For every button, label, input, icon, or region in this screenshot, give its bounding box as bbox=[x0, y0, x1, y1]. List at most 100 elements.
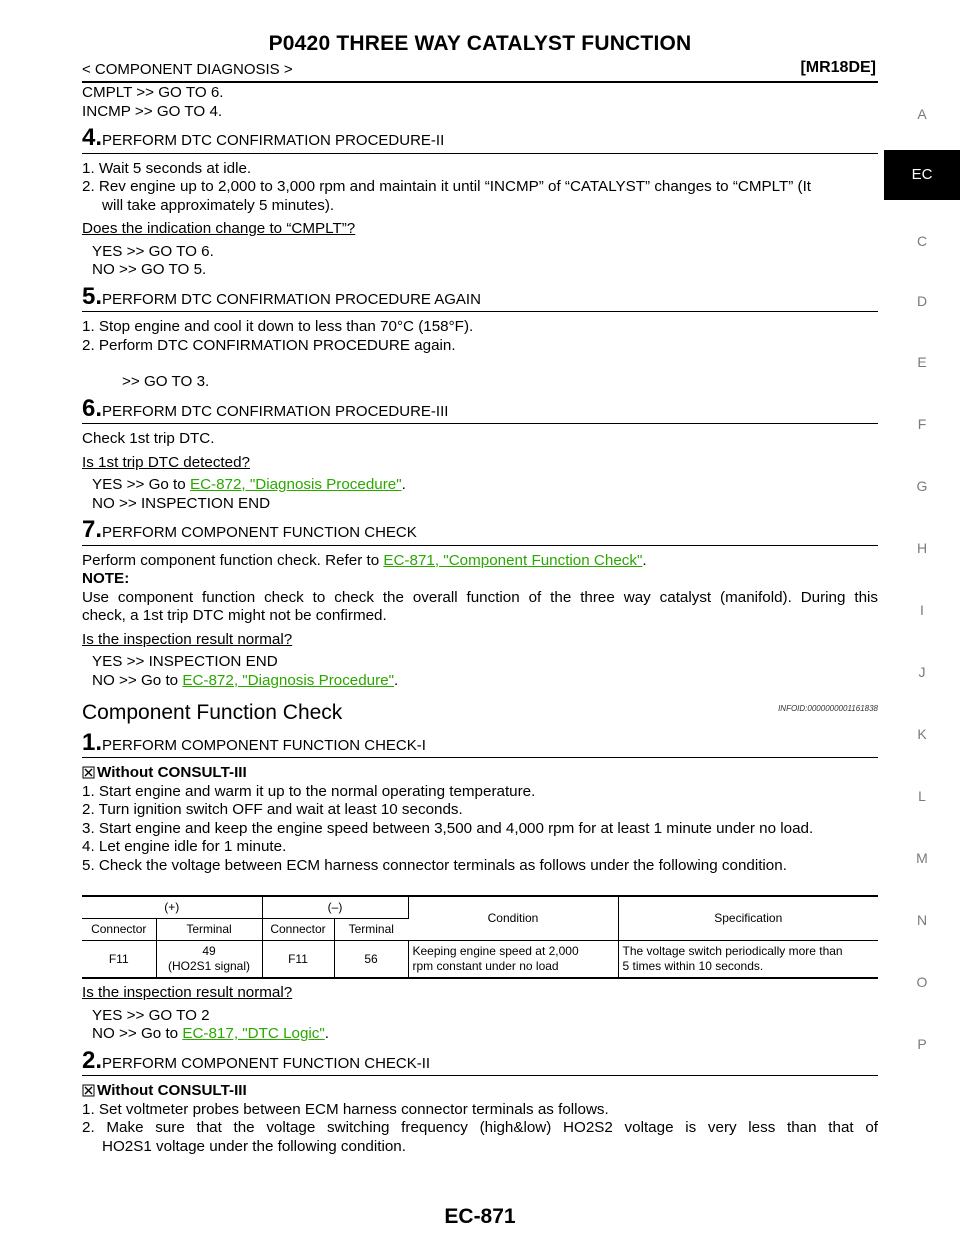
answer-no: NO >> GO TO 5. bbox=[92, 261, 207, 278]
procedure-item: 5. Check the voltage between ECM harness… bbox=[82, 856, 787, 874]
index-tab-l[interactable]: L bbox=[918, 788, 926, 804]
procedure-item: 4. Let engine idle for 1 minute. bbox=[82, 838, 287, 855]
index-tab-m[interactable]: M bbox=[916, 850, 928, 866]
index-tab-c[interactable]: C bbox=[916, 233, 928, 249]
index-tab-p[interactable]: P bbox=[917, 1036, 927, 1052]
index-tab-d[interactable]: D bbox=[916, 293, 928, 309]
answer-yes: YES >> Go to EC-872, "Diagnosis Procedur… bbox=[82, 476, 878, 495]
text-prefix: Perform component function check. Refer … bbox=[82, 551, 384, 569]
index-tab-i[interactable]: I bbox=[920, 602, 924, 618]
answer-goto: >> GO TO 3. bbox=[122, 373, 210, 390]
answer-yes: YES >> GO TO 6. bbox=[92, 242, 214, 260]
step-title: PERFORM COMPONENT FUNCTION CHECK-II bbox=[102, 1054, 431, 1072]
connector-header: Connector bbox=[262, 918, 335, 941]
component-function-check-link[interactable]: EC-871, "Component Function Check" bbox=[383, 551, 643, 569]
index-tab-j[interactable]: J bbox=[918, 664, 926, 680]
step-6-heading: 6.PERFORM DTC CONFIRMATION PROCEDURE-III bbox=[82, 394, 878, 424]
answer-yes: YES >> INSPECTION END bbox=[92, 653, 278, 670]
index-tab-h[interactable]: H bbox=[916, 540, 928, 556]
step-question: Does the indication change to “CMPLT”? bbox=[82, 220, 356, 237]
without-consult-icon bbox=[82, 1084, 95, 1097]
procedure-item: 2. Make sure that the voltage switching … bbox=[82, 1119, 878, 1136]
breadcrumb: < COMPONENT DIAGNOSIS > bbox=[82, 61, 293, 78]
step-number: 6. bbox=[82, 394, 103, 422]
diagnosis-procedure-link[interactable]: EC-872, "Diagnosis Procedure" bbox=[182, 671, 395, 689]
mode-text: Without CONSULT-III bbox=[97, 764, 247, 781]
procedure-item: 1. Set voltmeter probes between ECM harn… bbox=[82, 1100, 609, 1118]
section-heading: Component Function Check INFOID:00000000… bbox=[82, 700, 878, 724]
mode-text: Without CONSULT-III bbox=[97, 1082, 247, 1099]
index-tab-f[interactable]: F bbox=[917, 416, 927, 432]
specification-line: 5 times within 10 seconds. bbox=[622, 959, 764, 973]
answer-prefix: YES >> Go to bbox=[92, 476, 190, 493]
procedure-item: 2. Rev engine up to 2,000 to 3,000 rpm a… bbox=[82, 178, 812, 195]
section-index: A EC C D E F G H I J K L M N O P bbox=[884, 0, 960, 1242]
terminal-header: Terminal bbox=[334, 918, 408, 941]
specification-header: Specification bbox=[618, 895, 878, 941]
result-incmp: INCMP >> GO TO 4. bbox=[82, 102, 223, 120]
mode-label: Without CONSULT-III bbox=[82, 1082, 878, 1101]
index-tab-g[interactable]: G bbox=[916, 478, 928, 494]
procedure-item-continued: HO2S1 voltage under the following condit… bbox=[102, 1137, 406, 1155]
component-step-1-heading: 1.PERFORM COMPONENT FUNCTION CHECK-I bbox=[82, 728, 878, 758]
plus-connector-cell: F11 bbox=[82, 940, 157, 979]
answer-no: NO >> Go to EC-817, "DTC Logic". bbox=[82, 1025, 878, 1044]
index-tab-o[interactable]: O bbox=[916, 974, 928, 990]
answer-prefix: NO >> Go to bbox=[92, 1025, 183, 1042]
step-number: 2. bbox=[82, 1046, 103, 1074]
step-title: PERFORM COMPONENT FUNCTION CHECK-I bbox=[102, 736, 426, 754]
spacer bbox=[82, 355, 878, 373]
step-title: PERFORM DTC CONFIRMATION PROCEDURE-II bbox=[102, 132, 445, 149]
index-tab-ec-active[interactable]: EC bbox=[884, 150, 960, 200]
page-title: P0420 THREE WAY CATALYST FUNCTION bbox=[268, 32, 692, 55]
condition-header: Condition bbox=[408, 895, 619, 941]
procedure-item: 3. Start engine and keep the engine spee… bbox=[82, 819, 814, 837]
step-number: 4. bbox=[82, 124, 103, 151]
page-number: EC-871 bbox=[444, 1205, 516, 1228]
section-title: Component Function Check bbox=[82, 701, 343, 724]
step-title: PERFORM COMPONENT FUNCTION CHECK bbox=[102, 524, 417, 541]
step-title: PERFORM DTC CONFIRMATION PROCEDURE-III bbox=[102, 402, 449, 420]
minus-terminal-cell: 56 bbox=[334, 940, 409, 979]
answer-suffix: . bbox=[401, 476, 406, 493]
voltage-spec-table: (+) (–) Condition Specification Connecto… bbox=[82, 895, 878, 979]
terminal-signal: (HO2S1 signal) bbox=[167, 959, 251, 973]
header-divider bbox=[82, 81, 878, 83]
step-title: PERFORM DTC CONFIRMATION PROCEDURE AGAIN bbox=[102, 290, 481, 308]
index-tab-k[interactable]: K bbox=[917, 726, 927, 742]
step-7-heading: 7.PERFORM COMPONENT FUNCTION CHECK bbox=[82, 518, 878, 546]
specification-cell: The voltage switch periodically more tha… bbox=[618, 940, 878, 979]
step-question: Is 1st trip DTC detected? bbox=[82, 453, 250, 471]
index-tab-a[interactable]: A bbox=[917, 106, 927, 122]
info-id: INFOID:0000000001161838 bbox=[778, 704, 878, 713]
procedure-item: 1. Start engine and warm it up to the no… bbox=[82, 782, 536, 800]
step-5-heading: 5.PERFORM DTC CONFIRMATION PROCEDURE AGA… bbox=[82, 282, 878, 312]
plus-header: (+) bbox=[82, 895, 263, 919]
step-number: 5. bbox=[82, 282, 103, 310]
result-cmplt: CMPLT >> GO TO 6. bbox=[82, 84, 224, 101]
index-tab-e[interactable]: E bbox=[917, 354, 927, 370]
plus-terminal-cell: 49(HO2S1 signal) bbox=[156, 940, 263, 979]
note-text: check, a 1st trip DTC might not be confi… bbox=[82, 607, 387, 624]
answer-no: NO >> Go to EC-872, "Diagnosis Procedure… bbox=[82, 672, 878, 691]
procedure-text: Check 1st trip DTC. bbox=[82, 430, 215, 447]
text-suffix: . bbox=[642, 551, 647, 569]
engine-code: [MR18DE] bbox=[800, 59, 876, 76]
step-number: 7. bbox=[82, 516, 103, 543]
condition-line: Keeping engine speed at 2,000 bbox=[412, 944, 579, 958]
terminal-header: Terminal bbox=[156, 918, 263, 941]
step-number: 1. bbox=[82, 728, 103, 756]
dtc-logic-link[interactable]: EC-817, "DTC Logic" bbox=[182, 1025, 325, 1042]
specification-line: The voltage switch periodically more tha… bbox=[622, 944, 843, 958]
step-question: Is the inspection result normal? bbox=[82, 984, 293, 1001]
answer-suffix: . bbox=[324, 1025, 330, 1042]
note-text: Use component function check to check th… bbox=[82, 588, 878, 606]
diagnosis-procedure-link[interactable]: EC-872, "Diagnosis Procedure" bbox=[189, 476, 402, 493]
component-step-2-heading: 2.PERFORM COMPONENT FUNCTION CHECK-II bbox=[82, 1046, 878, 1076]
manual-content: CMPLT >> GO TO 6. INCMP >> GO TO 4. 4.PE… bbox=[82, 84, 878, 1156]
answer-prefix: NO >> Go to bbox=[92, 671, 183, 689]
index-tab-n[interactable]: N bbox=[916, 912, 928, 928]
connector-header: Connector bbox=[82, 918, 157, 941]
